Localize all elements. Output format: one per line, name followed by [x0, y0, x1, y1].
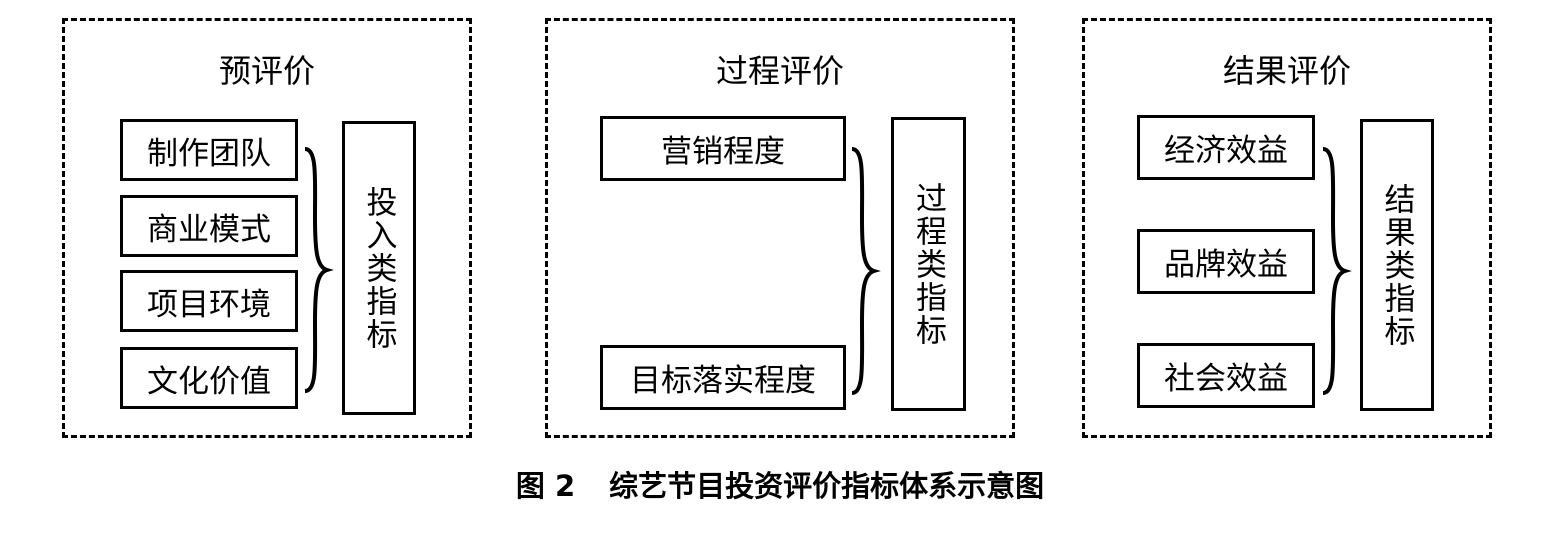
panel-result-evaluation: 结果评价 经济效益 品牌效益 社会效益 结果类指标 — [1082, 18, 1492, 438]
category-box: 过程类指标 — [891, 117, 966, 411]
figure-label: 图 2 — [515, 469, 576, 503]
item-box: 项目环境 — [120, 270, 298, 332]
category-label: 投入类指标 — [360, 185, 397, 351]
item-box: 文化价值 — [120, 347, 298, 409]
item-box: 品牌效益 — [1137, 229, 1315, 294]
item-box: 目标落实程度 — [600, 345, 846, 410]
brace-icon — [304, 147, 334, 393]
item-box: 经济效益 — [1137, 115, 1315, 180]
panel-pre-evaluation: 预评价 制作团队 商业模式 项目环境 文化价值 投入类指标 — [62, 18, 472, 438]
category-label: 过程类指标 — [910, 181, 946, 347]
item-box: 营销程度 — [600, 116, 846, 181]
figure-caption: 图 2 综艺节目投资评价指标体系示意图 — [0, 466, 1560, 506]
panel-title: 过程评价 — [715, 52, 844, 90]
category-label: 结果类指标 — [1378, 182, 1415, 348]
category-box: 结果类指标 — [1360, 119, 1434, 411]
panel-title: 结果评价 — [1222, 52, 1351, 90]
item-box: 商业模式 — [120, 195, 298, 257]
panel-title: 预评价 — [218, 52, 315, 90]
category-box: 投入类指标 — [342, 121, 416, 415]
item-box: 制作团队 — [120, 119, 298, 181]
brace-icon — [851, 147, 881, 395]
brace-icon — [1322, 147, 1352, 395]
figure-title: 综艺节目投资评价指标体系示意图 — [609, 469, 1045, 503]
panel-process-evaluation: 过程评价 营销程度 目标落实程度 过程类指标 — [545, 18, 1015, 438]
item-box: 社会效益 — [1137, 343, 1315, 408]
